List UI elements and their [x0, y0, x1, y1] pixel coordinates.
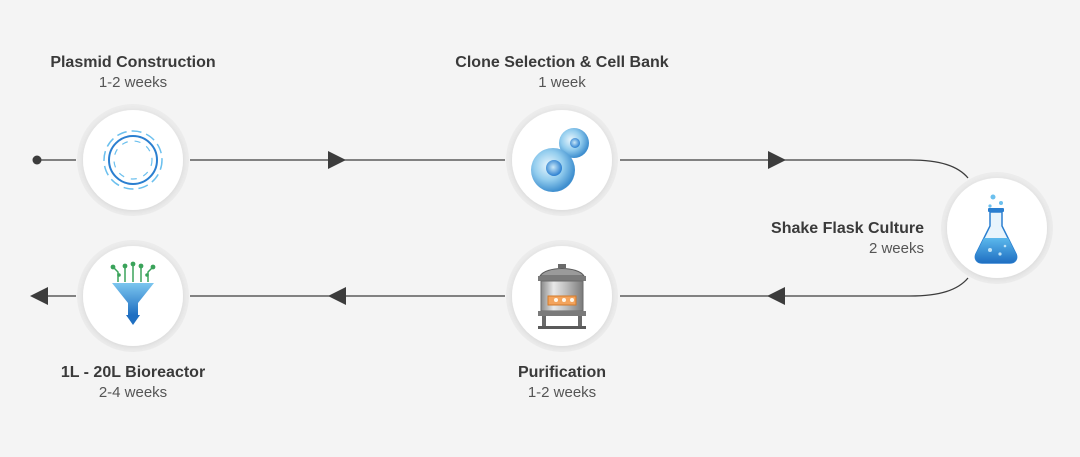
- step-purification-label: Purification 1-2 weeks: [462, 363, 662, 403]
- funnel-network-icon: [110, 261, 156, 325]
- arrow-right-1: [328, 151, 346, 169]
- arrow-left-end: [30, 287, 48, 305]
- line-flask-to-bottom: [909, 277, 969, 297]
- arrow-left-2: [328, 287, 346, 305]
- step-duration: 1 week: [538, 74, 586, 91]
- step-title: 1L - 20L Bioreactor: [60, 364, 206, 381]
- purification-vessel-icon: [538, 264, 586, 329]
- step-title: Clone Selection & Cell Bank: [455, 54, 669, 71]
- cells-icon: [531, 128, 589, 192]
- step-duration: 2-4 weeks: [98, 384, 168, 401]
- flow-arrows: [30, 151, 786, 305]
- step-flask-label: Shake Flask Culture 2 weeks: [724, 219, 924, 259]
- flow-lines: [32, 155, 969, 297]
- step-title: Shake Flask Culture: [771, 220, 924, 237]
- step-duration: 1-2 weeks: [98, 74, 168, 91]
- arrow-right-2: [768, 151, 786, 169]
- step-title: Plasmid Construction: [50, 54, 216, 71]
- flask-icon: [974, 194, 1018, 264]
- step-plasmid-label: Plasmid Construction 1-2 weeks: [33, 53, 233, 93]
- step-title: Purification: [517, 364, 606, 381]
- node-plasmid: [83, 110, 183, 210]
- node-circles: [77, 104, 1053, 352]
- dna-ring-icon: [103, 130, 163, 190]
- line-curve-to-flask: [909, 159, 969, 179]
- arrow-left-1: [767, 287, 785, 305]
- step-bioreactor-label: 1L - 20L Bioreactor 2-4 weeks: [33, 363, 233, 403]
- step-duration: 2 weeks: [868, 240, 924, 257]
- step-duration: 1-2 weeks: [527, 384, 597, 401]
- step-clone-label: Clone Selection & Cell Bank 1 week: [412, 53, 712, 93]
